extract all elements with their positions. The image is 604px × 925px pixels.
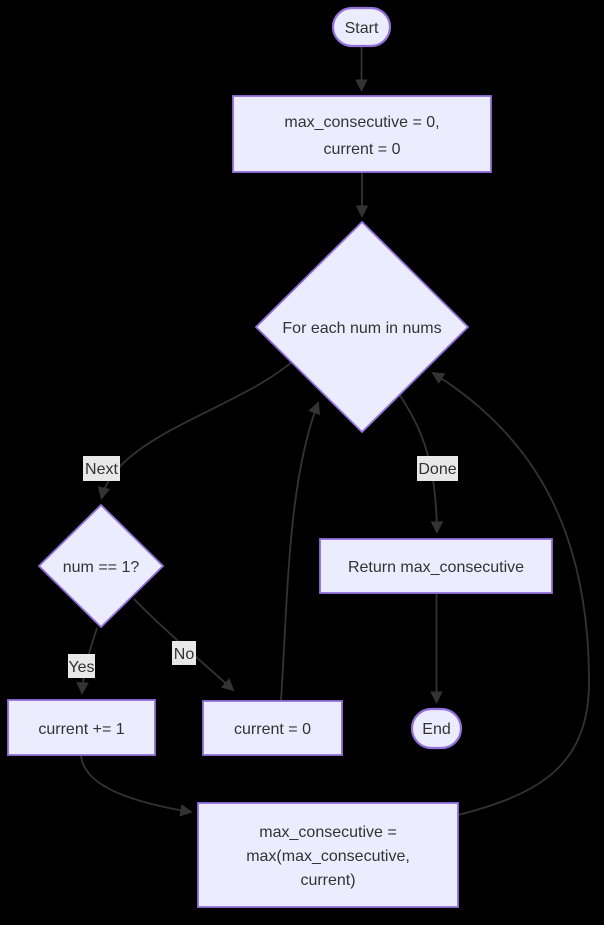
edge-reset-to-loop <box>280 401 321 702</box>
end-label: End <box>422 721 450 738</box>
start-label: Start <box>345 20 379 37</box>
edge-label-next-text: Next <box>85 461 118 478</box>
edge-label-next: Next <box>83 456 120 481</box>
node-increment: current += 1 <box>7 699 156 756</box>
reset-label: current = 0 <box>234 721 311 738</box>
reset-shape <box>202 700 343 756</box>
update-label-line2: max(max_consecutive, <box>246 848 410 865</box>
node-return: Return max_consecutive <box>319 538 553 594</box>
update-label-line1: max_consecutive = <box>259 824 396 841</box>
node-reset: current = 0 <box>202 700 343 756</box>
edge-label-no-bg <box>172 641 196 665</box>
node-start: Start <box>331 6 392 48</box>
init-label-line2: current = 0 <box>324 141 401 158</box>
edge-label-done-text: Done <box>418 461 456 478</box>
loop-label: For each num in nums <box>282 320 441 337</box>
end-shape <box>410 707 463 750</box>
edge-label-no: No <box>172 641 196 665</box>
edge-label-yes-bg <box>68 654 95 678</box>
loop-shape <box>254 220 470 434</box>
node-end: End <box>410 707 463 750</box>
start-shape <box>331 6 392 48</box>
node-update-max: max_consecutive = max(max_consecutive, c… <box>197 802 459 908</box>
edge-label-next-bg <box>83 456 120 481</box>
update-shape <box>197 802 459 908</box>
edge-label-yes-text: Yes <box>68 659 94 676</box>
init-label-line1: max_consecutive = 0, <box>284 114 439 131</box>
edge-label-no-text: No <box>174 646 195 663</box>
edge-label-done: Done <box>417 456 458 481</box>
init-shape <box>232 95 492 173</box>
return-label: Return max_consecutive <box>348 559 524 576</box>
edge-increment-to-update <box>80 754 193 817</box>
node-loop-decision: For each num in nums <box>254 220 470 434</box>
node-layer: Start max_consecutive = 0, current = 0 F… <box>7 6 553 908</box>
return-shape <box>319 538 553 594</box>
update-label-line3: current) <box>300 872 355 889</box>
node-init: max_consecutive = 0, current = 0 <box>232 95 492 173</box>
increment-shape <box>7 699 156 756</box>
check-shape <box>37 503 165 629</box>
edge-label-yes: Yes <box>68 654 95 678</box>
edge-loop-to-return-done <box>398 393 444 534</box>
node-check-decision: num == 1? <box>37 503 165 629</box>
edge-loop-to-check-next <box>97 360 294 500</box>
increment-label: current += 1 <box>38 721 124 738</box>
edge-label-done-bg <box>417 456 458 481</box>
edge-label-layer: Next Done Yes No <box>68 456 458 678</box>
check-label: num == 1? <box>63 559 140 576</box>
edge-update-to-loop <box>431 371 590 816</box>
